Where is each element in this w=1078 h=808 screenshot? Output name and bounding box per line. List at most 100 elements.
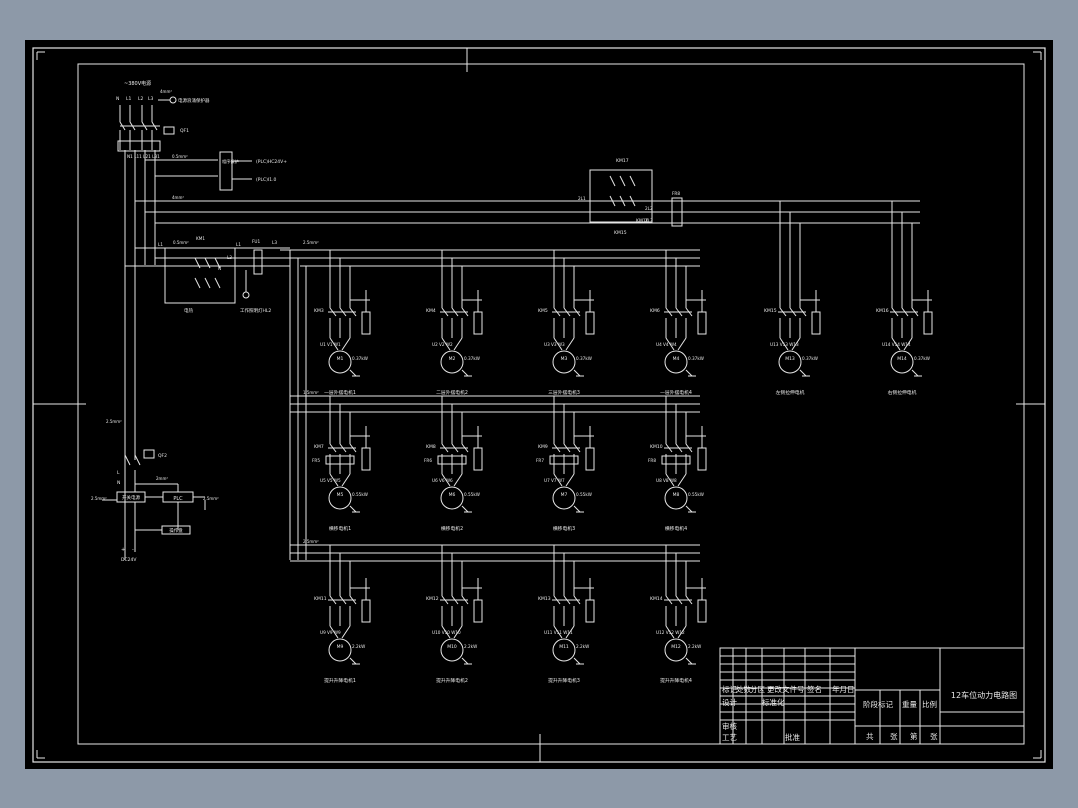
motor-lead (341, 625, 351, 639)
motor-lead (453, 473, 463, 487)
motor-id: M7 (561, 492, 568, 498)
thermal-relay (437, 455, 467, 465)
plc-wire-label: 0.5mm² (172, 154, 188, 159)
motor-symbol (664, 350, 688, 374)
contactor-label: KM15 (764, 308, 777, 314)
overload-box (811, 311, 821, 335)
motor-lead (441, 337, 451, 351)
supply-header: ~380V电源 (124, 80, 151, 87)
main-bus-label: 4mm² (172, 195, 184, 200)
overload-box (697, 599, 707, 623)
drawing-title: 12车位动力电路图 (951, 690, 1017, 700)
contactor-label: KM4 (426, 308, 436, 314)
motor-symbol (440, 486, 464, 510)
lb-km1: KM1 (196, 236, 205, 241)
stage-cell: 阶段标记 (863, 699, 893, 709)
motor-lead (677, 625, 687, 639)
thermal-relay (661, 455, 691, 465)
qf2-contact (134, 454, 141, 466)
motor-symbol (440, 638, 464, 662)
motor-spec: 0.37kW (352, 356, 368, 361)
contactor-label: KM3 (314, 308, 324, 314)
motor-symbol (890, 350, 914, 374)
outer-border (32, 47, 1046, 763)
ground-lead (461, 505, 469, 513)
motor-lead (791, 337, 801, 351)
lb-l3b: L3 (272, 240, 277, 245)
contactor-label: KM6 (650, 308, 660, 314)
motor-spec: 0.55kW (576, 492, 592, 497)
motor-caption: 二层外摆电机2 (436, 389, 468, 396)
overload-box (361, 311, 371, 335)
motor-caption: 横移电机1 (329, 525, 351, 532)
motor-symbol (552, 350, 576, 374)
panel-label: 操作盘 (169, 527, 183, 534)
phase-protect-box (219, 151, 233, 191)
terminal-labels: U2 V2 W2 (432, 342, 453, 347)
phase-protect-label: 相序保护 (222, 158, 239, 165)
motor-symbol (552, 638, 576, 662)
title-header-cell: 年月日 (832, 684, 855, 694)
terminal-labels: U4 V4 W4 (656, 342, 677, 347)
phase-label: N (116, 96, 119, 102)
motor-lead (341, 337, 351, 351)
motor-spec: 0.37kW (688, 356, 704, 361)
qf1-label: QF1 (180, 128, 189, 134)
reversing-frame (589, 169, 653, 223)
km15-label: KM15 (614, 230, 627, 236)
overload-box (585, 447, 595, 471)
motor-caption: 三层外摆电机3 (548, 389, 580, 396)
ground-lead (799, 369, 807, 377)
sheet-cell: 张 (890, 732, 898, 741)
ground-lead (685, 657, 693, 665)
motor-spec: 2.2kW (352, 644, 365, 649)
plc-input-label: (PLC)I1.0 (256, 177, 276, 183)
terminal-labels: U3 V3 W3 (544, 342, 565, 347)
heater-contact (194, 277, 201, 289)
contactor-label: KM7 (314, 444, 324, 450)
row1-bus-label: 2.5mm² (303, 240, 319, 245)
contactor-label: KM10 (650, 444, 663, 450)
qf2-label: QF2 (158, 453, 167, 459)
motor-symbol (778, 350, 802, 374)
motor-spec: 2.2kW (688, 644, 701, 649)
contactor-label: KM16 (876, 308, 889, 314)
motor-lead (453, 625, 463, 639)
motor-lead (341, 473, 351, 487)
lb-n: N (218, 266, 221, 271)
ground-lead (349, 369, 357, 377)
phase-label: L3 (148, 96, 154, 102)
motor-spec: 0.37kW (802, 356, 818, 361)
overload-box (361, 599, 371, 623)
contactor-label: KM9 (538, 444, 548, 450)
lb-fu1: FU1 (252, 239, 260, 244)
motor-caption: 横移电机4 (665, 525, 687, 532)
overload-box (473, 311, 483, 335)
motor-spec: 0.37kW (576, 356, 592, 361)
dc-plus: + (121, 547, 125, 553)
fr-label: FR8 (672, 191, 680, 196)
motor-symbol (328, 638, 352, 662)
motor-lead (779, 337, 789, 351)
terminal-labels: U1 V1 W1 (320, 342, 341, 347)
surge-label: 电源浪涌保护器 (178, 97, 210, 104)
dc-label: DC24V (121, 557, 137, 563)
motor-caption: 提升升降电机2 (436, 677, 468, 684)
surge-terminal (169, 96, 177, 104)
motor-id: M3 (561, 356, 568, 362)
thermal-relay (325, 455, 355, 465)
ground-lead (461, 369, 469, 377)
rev-contact (629, 175, 636, 187)
contactor-label: KM13 (538, 596, 551, 602)
motor-id: M11 (559, 644, 569, 650)
stage-cell: 比例 (922, 699, 937, 709)
terminal-labels: U8 V8 W8 (656, 478, 677, 483)
title-row-label: 标准化 (762, 697, 785, 707)
row2-bus-label: 1.5mm² (303, 390, 319, 395)
ground-lead (685, 505, 693, 513)
motor-id: M5 (337, 492, 344, 498)
2l1-label: 2L1 (578, 196, 586, 201)
qf2-contact (124, 454, 131, 466)
cs-l: L (117, 470, 120, 476)
motor-caption: 横移电机3 (553, 525, 575, 532)
